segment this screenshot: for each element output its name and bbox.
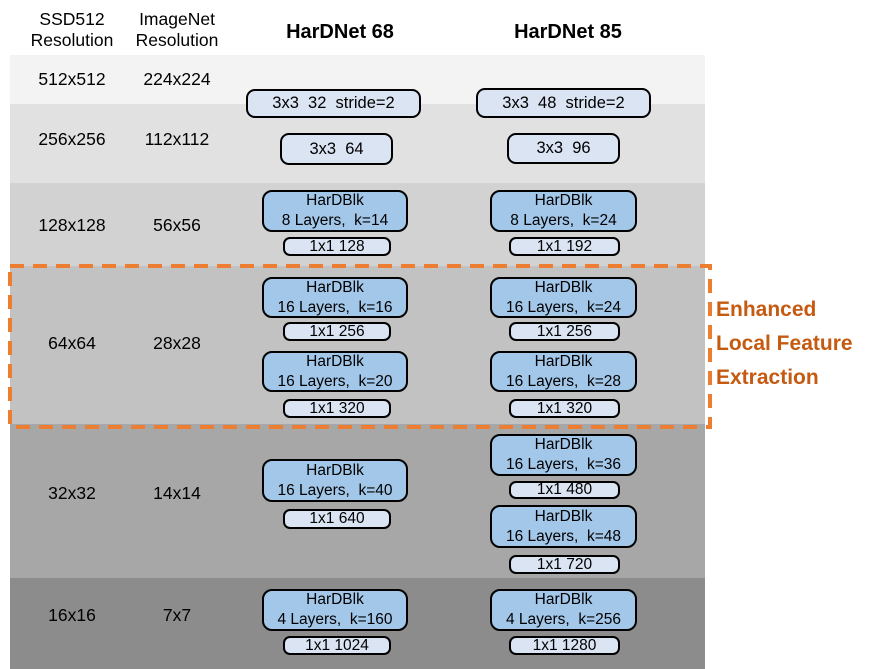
conv-block-85-stem1: 3x3 48 stride=2: [476, 88, 651, 118]
hardblk-85-stage3: HarDBlk 8 Layers, k=24: [490, 190, 637, 232]
transition-68-stage4a: 1x1 256: [283, 322, 391, 341]
hardblk-68-stage6: HarDBlk 4 Layers, k=160: [262, 589, 408, 631]
hardblk-name: HarDBlk: [534, 352, 593, 370]
hardblk-name: HarDBlk: [306, 591, 364, 608]
header-imagenet-line2: Resolution: [135, 30, 219, 50]
column-header-hardnet85: HarDNet 85: [514, 21, 622, 43]
hardblk-68-stage4a: HarDBlk 16 Layers, k=16: [262, 277, 408, 318]
transition-68-stage5: 1x1 640: [283, 509, 391, 529]
hardblk-85-stage4a: HarDBlk 16 Layers, k=24: [490, 277, 637, 318]
hardblk-config: 16 Layers, k=40: [277, 481, 393, 499]
hardblk-config: 16 Layers, k=16: [277, 298, 393, 316]
hardblk-68-stage5: HarDBlk 16 Layers, k=40: [262, 459, 408, 502]
imagenet-resolution-label: 28x28: [153, 333, 201, 353]
imagenet-resolution-label: 56x56: [153, 215, 201, 235]
hardblk-name: HarDBlk: [534, 192, 593, 209]
hardblk-85-stage6: HarDBlk 4 Layers, k=256: [490, 589, 637, 631]
hardblk-config: 16 Layers, k=20: [277, 372, 393, 390]
hardblk-name: HarDBlk: [306, 461, 364, 479]
ssd-resolution-label: 256x256: [38, 129, 106, 149]
hardblk-85-stage5a: HarDBlk 16 Layers, k=36: [490, 434, 637, 476]
imagenet-resolution-label: 7x7: [162, 605, 192, 625]
transition-68-stage4b: 1x1 320: [283, 399, 391, 418]
hardblk-name: HarDBlk: [306, 192, 364, 209]
column-header-hardnet68: HarDNet 68: [286, 21, 394, 43]
column-header-imagenet-resolution: ImageNet Resolution: [117, 9, 237, 51]
ssd-resolution-label: 16x16: [48, 605, 96, 625]
hardblk-68-stage3: HarDBlk 8 Layers, k=14: [262, 190, 408, 232]
conv-block-label: 3x3 48 stride=2: [502, 93, 625, 112]
header-imagenet-line1: ImageNet: [139, 9, 215, 29]
header-ssd-line1: SSD512: [39, 9, 105, 29]
annotation-line2: Local Feature: [716, 332, 853, 355]
transition-68-stage6: 1x1 1024: [283, 636, 391, 655]
annotation-line3: Extraction: [716, 366, 819, 389]
conv-block-label: 3x3 96: [536, 139, 591, 157]
transition-85-stage5a: 1x1 480: [509, 481, 620, 499]
ssd-resolution-label: 32x32: [48, 483, 96, 503]
hardblk-name: HarDBlk: [534, 507, 593, 525]
hardblk-config: 16 Layers, k=36: [505, 456, 622, 473]
transition-85-stage5b: 1x1 720: [509, 555, 620, 574]
conv-block-label: 3x3 64: [309, 139, 364, 158]
imagenet-resolution-label: 14x14: [153, 483, 201, 503]
transition-label: 1x1 480: [536, 481, 593, 498]
conv-block-85-stem2: 3x3 96: [507, 133, 620, 164]
transition-label: 1x1 256: [309, 322, 365, 340]
hardblk-config: 8 Layers, k=14: [281, 212, 389, 229]
ssd-resolution-label: 128x128: [38, 215, 106, 235]
hardblk-config: 16 Layers, k=48: [505, 527, 622, 545]
hardblk-config: 4 Layers, k=256: [505, 611, 622, 628]
hardblk-config: 16 Layers, k=24: [505, 298, 622, 316]
transition-label: 1x1 128: [309, 237, 365, 255]
transition-label: 1x1 320: [536, 399, 593, 417]
hardblk-name: HarDBlk: [534, 278, 593, 296]
transition-label: 1x1 1024: [305, 636, 369, 654]
transition-label: 1x1 256: [536, 322, 593, 340]
transition-label: 1x1 320: [309, 399, 365, 417]
annotation-line1: Enhanced: [716, 298, 817, 321]
hardblk-85-stage5b: HarDBlk 16 Layers, k=48: [490, 505, 637, 548]
transition-label: 1x1 720: [536, 555, 593, 573]
hardblk-config: 16 Layers, k=28: [505, 372, 622, 390]
annotation-enhanced-local-feature-extraction: Enhanced Local Feature Extraction: [716, 293, 853, 395]
transition-label: 1x1 1280: [532, 636, 597, 654]
transition-label: 1x1 640: [309, 510, 365, 527]
transition-68-stage3: 1x1 128: [283, 237, 391, 256]
hardblk-name: HarDBlk: [306, 278, 364, 296]
column-header-ssd-resolution: SSD512 Resolution: [12, 9, 132, 51]
hardblk-config: 8 Layers, k=24: [510, 212, 617, 229]
ssd-resolution-label: 512x512: [38, 69, 106, 89]
transition-label: 1x1 192: [536, 237, 593, 255]
hardblk-85-stage4b: HarDBlk 16 Layers, k=28: [490, 351, 637, 392]
header-ssd-line2: Resolution: [30, 30, 114, 50]
conv-block-68-stem2: 3x3 64: [280, 133, 393, 165]
transition-85-stage6: 1x1 1280: [509, 636, 620, 655]
conv-block-label: 3x3 32 stride=2: [272, 94, 395, 112]
hardblk-name: HarDBlk: [534, 436, 593, 453]
conv-block-68-stem1: 3x3 32 stride=2: [246, 89, 421, 118]
hardblk-config: 4 Layers, k=160: [277, 611, 393, 628]
transition-85-stage3: 1x1 192: [509, 237, 620, 256]
transition-85-stage4b: 1x1 320: [509, 399, 620, 418]
hardblk-68-stage4b: HarDBlk 16 Layers, k=20: [262, 351, 408, 392]
hardblk-name: HarDBlk: [534, 591, 593, 608]
hardblk-name: HarDBlk: [306, 352, 364, 370]
transition-85-stage4a: 1x1 256: [509, 322, 620, 341]
imagenet-resolution-label: 112x112: [144, 129, 210, 149]
imagenet-resolution-label: 224x224: [143, 69, 211, 89]
